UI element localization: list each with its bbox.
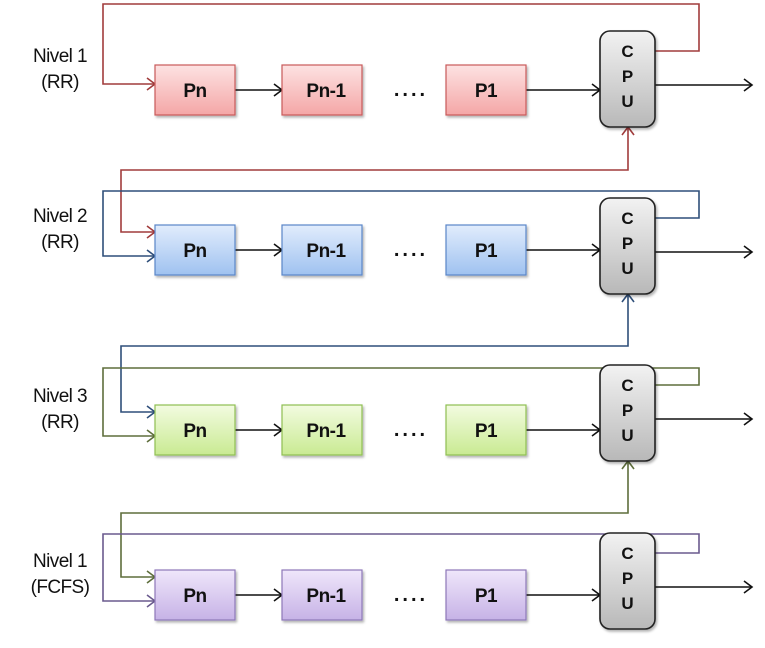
cpu-letter: P xyxy=(622,569,633,588)
cpu-output-arrow-icon xyxy=(743,78,754,92)
cpu-letter: C xyxy=(621,42,633,61)
process-box: P1 xyxy=(445,64,527,116)
process-label: Pn xyxy=(183,241,206,262)
cpu-box-shape xyxy=(599,532,656,630)
process-box: Pn-1 xyxy=(281,224,363,276)
process-box-shape xyxy=(445,404,527,456)
cpu-box-shape xyxy=(599,197,656,295)
process-box-shape xyxy=(154,569,236,621)
cpu-box: CPU xyxy=(599,30,656,128)
queue-ellipsis: .... xyxy=(394,584,428,606)
demotion-line xyxy=(120,461,629,578)
process-box-shape xyxy=(281,569,363,621)
cpu-box-shape xyxy=(599,30,656,128)
process-label: P1 xyxy=(475,421,498,442)
process-label: P1 xyxy=(475,586,498,607)
level-name-label: Nivel 1 xyxy=(33,551,87,572)
cpu-letter: C xyxy=(621,209,633,228)
cpu-letter: U xyxy=(621,426,633,445)
cpu-letter: P xyxy=(622,401,633,420)
demotion-line xyxy=(120,294,629,413)
process-box-shape xyxy=(154,224,236,276)
feedback-loop-line xyxy=(102,3,700,85)
cpu-box: CPU xyxy=(599,532,656,630)
level-policy-label: (RR) xyxy=(41,412,79,433)
process-label: P1 xyxy=(475,241,498,262)
process-box-shape xyxy=(281,64,363,116)
level-name-label: Nivel 3 xyxy=(33,386,87,407)
process-box: Pn-1 xyxy=(281,569,363,621)
process-box: Pn xyxy=(154,224,236,276)
process-box-shape xyxy=(154,404,236,456)
cpu-letter: P xyxy=(622,67,633,86)
cpu-letter: U xyxy=(621,92,633,111)
queue-ellipsis: .... xyxy=(394,419,428,441)
cpu-box: CPU xyxy=(599,364,656,462)
process-box-shape xyxy=(281,224,363,276)
process-box-shape xyxy=(445,569,527,621)
process-label: Pn-1 xyxy=(306,421,346,442)
process-label: Pn-1 xyxy=(306,241,346,262)
cpu-letter: U xyxy=(621,594,633,613)
cpu-letter: U xyxy=(621,259,633,278)
process-box: Pn-1 xyxy=(281,404,363,456)
process-box-shape xyxy=(154,64,236,116)
process-label: Pn-1 xyxy=(306,586,346,607)
level-policy-label: (FCFS) xyxy=(31,577,90,598)
queue-ellipsis: .... xyxy=(394,79,428,101)
level-policy-label: (RR) xyxy=(41,232,79,253)
level-name-label: Nivel 2 xyxy=(33,206,87,227)
cpu-letter: C xyxy=(621,544,633,563)
process-box-shape xyxy=(445,224,527,276)
process-box: P1 xyxy=(445,404,527,456)
queue-ellipsis: .... xyxy=(394,239,428,261)
cpu-output-arrow-icon xyxy=(743,412,754,426)
level-name-label: Nivel 1 xyxy=(33,46,87,67)
process-label: Pn-1 xyxy=(306,81,346,102)
process-box: P1 xyxy=(445,569,527,621)
process-box: Pn-1 xyxy=(281,64,363,116)
cpu-output-arrow-icon xyxy=(743,580,754,594)
feedback-loop-line xyxy=(102,367,700,437)
process-box: Pn xyxy=(154,64,236,116)
process-box: Pn xyxy=(154,569,236,621)
process-label: P1 xyxy=(475,81,498,102)
cpu-letter: P xyxy=(622,234,633,253)
level-policy-label: (RR) xyxy=(41,72,79,93)
cpu-box: CPU xyxy=(599,197,656,295)
process-label: Pn xyxy=(183,586,206,607)
feedback-loop-line xyxy=(102,533,700,602)
demotion-line xyxy=(120,127,629,233)
process-box-shape xyxy=(281,404,363,456)
feedback-loop-line xyxy=(102,190,700,257)
process-label: Pn xyxy=(183,421,206,442)
process-box: P1 xyxy=(445,224,527,276)
cpu-box-shape xyxy=(599,364,656,462)
process-label: Pn xyxy=(183,81,206,102)
process-box-shape xyxy=(445,64,527,116)
process-box: Pn xyxy=(154,404,236,456)
cpu-letter: C xyxy=(621,376,633,395)
cpu-output-arrow-icon xyxy=(743,245,754,259)
